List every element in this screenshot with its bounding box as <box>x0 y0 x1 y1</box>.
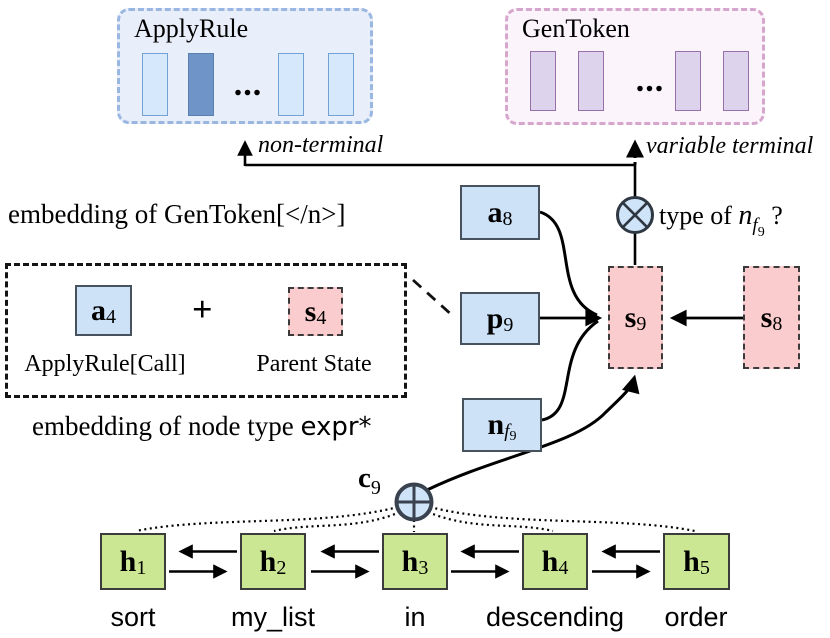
attention-dotted-h2 <box>273 510 401 533</box>
embedding-bar-selected <box>188 53 214 116</box>
token-word: my_list <box>230 602 316 632</box>
vector-label: h <box>683 544 700 578</box>
embedding-node-type-label: embedding of node type expr* <box>32 411 372 442</box>
vector-label: s <box>760 300 773 334</box>
ellipsis: ... <box>635 62 665 99</box>
variable-terminal-label: variable terminal <box>646 133 814 159</box>
vector-label: a <box>91 293 106 327</box>
applyrule-call-caption: ApplyRule[Call] <box>24 351 186 377</box>
non-terminal-label: non-terminal <box>258 132 384 158</box>
vector-label: p <box>486 301 504 335</box>
vector-label: h <box>541 544 559 578</box>
wire-a8-to-s9 <box>539 210 598 317</box>
embedding-gentoken-label: embedding of GenToken[</n>] <box>8 199 346 229</box>
vector-label: a <box>487 195 503 229</box>
applyrule-panel-title: ApplyRule <box>134 14 249 43</box>
token-word: in <box>404 602 426 632</box>
type-query-label: type of nf9 ? <box>659 200 783 240</box>
otimes-x-icon <box>621 201 649 229</box>
attention-dotted-h4 <box>427 510 554 533</box>
gentoken-panel: GenToken ... <box>505 8 765 125</box>
embedding-bar <box>675 51 701 111</box>
embedding-bar <box>142 53 168 116</box>
embedding-bar <box>723 51 749 111</box>
embedding-bar <box>328 53 354 116</box>
parent-state-caption: Parent State <box>256 351 372 377</box>
token-word: sort <box>110 602 156 632</box>
type-of-text: type of <box>659 201 739 230</box>
vector-label: h <box>259 544 277 578</box>
arrow-c9-to-s9 <box>426 374 640 492</box>
vector-label: n <box>487 408 505 441</box>
token-word: descending <box>485 602 625 632</box>
node-c9-label: c9 <box>358 462 381 499</box>
vector-label: h <box>119 544 137 578</box>
plus-operator: + <box>192 289 213 329</box>
applyrule-panel: ApplyRule ... <box>117 8 373 124</box>
gentoken-panel-title: GenToken <box>522 14 630 43</box>
vector-label: s <box>624 300 637 334</box>
vector-label: s <box>304 294 317 328</box>
embedding-node-type-text: embedding of node type <box>32 411 294 441</box>
vector-label: c <box>358 462 371 494</box>
question-mark: ? <box>764 201 783 230</box>
wire-nf9-to-s9 <box>541 319 599 422</box>
vector-label: h <box>401 544 419 578</box>
embedding-bar <box>578 51 604 111</box>
expr-star-text: expr* <box>300 412 372 442</box>
embedding-bar <box>278 53 304 116</box>
attention-dotted-h5 <box>429 505 696 533</box>
attention-dotted-h1 <box>135 505 399 533</box>
embedding-bar <box>530 51 556 111</box>
token-word: order <box>664 602 728 632</box>
dashed-link-sumbox-to-p9 <box>412 278 454 318</box>
ellipsis: ... <box>233 65 263 103</box>
